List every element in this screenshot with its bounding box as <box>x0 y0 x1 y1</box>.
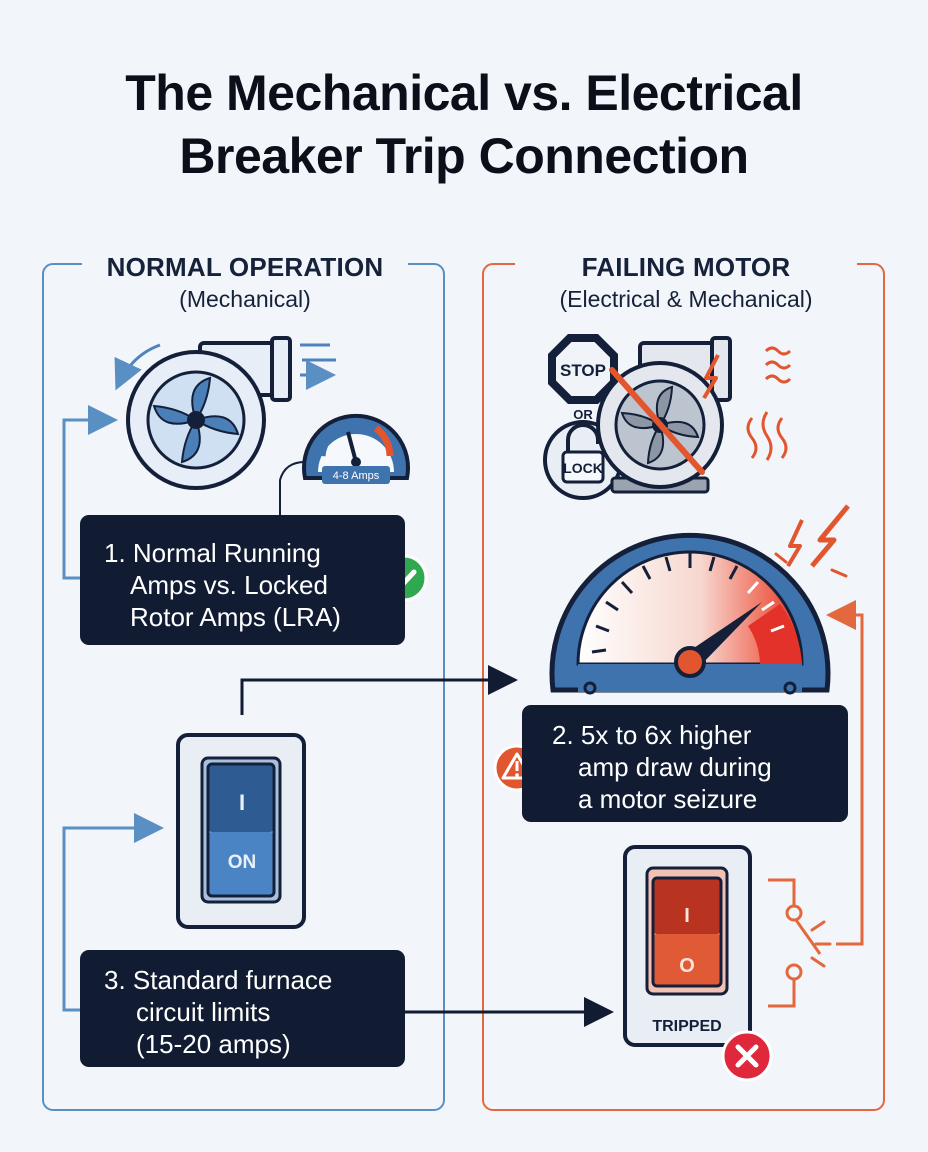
callout-higher-amp-draw: 2. 5x to 6x higher amp draw during a mot… <box>522 705 848 822</box>
callout3-line3: (15-20 amps) <box>136 1029 291 1059</box>
left-panel-header: NORMAL OPERATION (Mechanical) <box>82 252 408 314</box>
lock-text: LOCK <box>563 460 603 476</box>
blower-failing-icon <box>596 336 792 494</box>
callout2-line3: a motor seizure <box>578 784 758 814</box>
callout1-line2: Amps vs. Locked <box>130 570 328 600</box>
right-panel-subheading: (Electrical & Mechanical) <box>559 286 813 312</box>
callout3-line2: circuit limits <box>136 997 271 1027</box>
left-panel-heading: NORMAL OPERATION <box>106 252 384 282</box>
small-amp-gauge-icon <box>302 413 410 484</box>
callout-circuit-limits: 3. Standard furnace circuit limits (15-2… <box>80 950 405 1067</box>
feedback-arrow-1 <box>62 405 118 580</box>
title-line-2: Breaker Trip Connection <box>179 128 749 184</box>
feedback-arrow-2 <box>826 600 864 946</box>
right-panel-heading: FAILING MOTOR <box>581 252 791 282</box>
callout-normal-running-amps: 1. Normal Running Amps vs. Locked Rotor … <box>80 515 405 645</box>
page-title: The Mechanical vs. Electrical Breaker Tr… <box>0 62 928 188</box>
callout2-line2: amp draw during <box>578 752 772 782</box>
title-line-1: The Mechanical vs. Electrical <box>125 65 803 121</box>
right-panel-header: FAILING MOTOR (Electrical & Mechanical) <box>515 252 857 314</box>
stop-sign-icon <box>548 334 618 404</box>
callout3-line1: 3. Standard furnace <box>104 965 333 995</box>
open-contacts-icon <box>768 878 832 1008</box>
or-text: OR <box>573 407 593 422</box>
tripped-breaker-icon <box>623 845 752 1047</box>
callout1-line3: Rotor Amps (LRA) <box>130 602 341 632</box>
x-badge-icon <box>721 1030 773 1082</box>
switch-on-label: ON <box>228 852 257 873</box>
callout2-line1: 2. 5x to 6x higher <box>552 720 752 750</box>
blower-normal-icon <box>114 336 336 490</box>
callout1-line1: 1. Normal Running <box>104 538 321 568</box>
switch-top-mark: I <box>239 790 245 815</box>
small-gauge-label: 4-8 Amps <box>333 470 380 482</box>
flow-arrow-to-gauge <box>240 665 518 715</box>
tripped-label: TRIPPED <box>652 1018 721 1035</box>
feedback-arrow-3 <box>62 813 164 1012</box>
left-panel-subheading: (Mechanical) <box>179 286 311 312</box>
on-switch-icon <box>176 733 306 929</box>
high-amp-gauge-icon <box>549 504 850 695</box>
breaker-bottom-mark: O <box>679 955 695 977</box>
stop-sign-text: STOP <box>560 361 606 380</box>
breaker-top-mark: I <box>684 905 690 927</box>
